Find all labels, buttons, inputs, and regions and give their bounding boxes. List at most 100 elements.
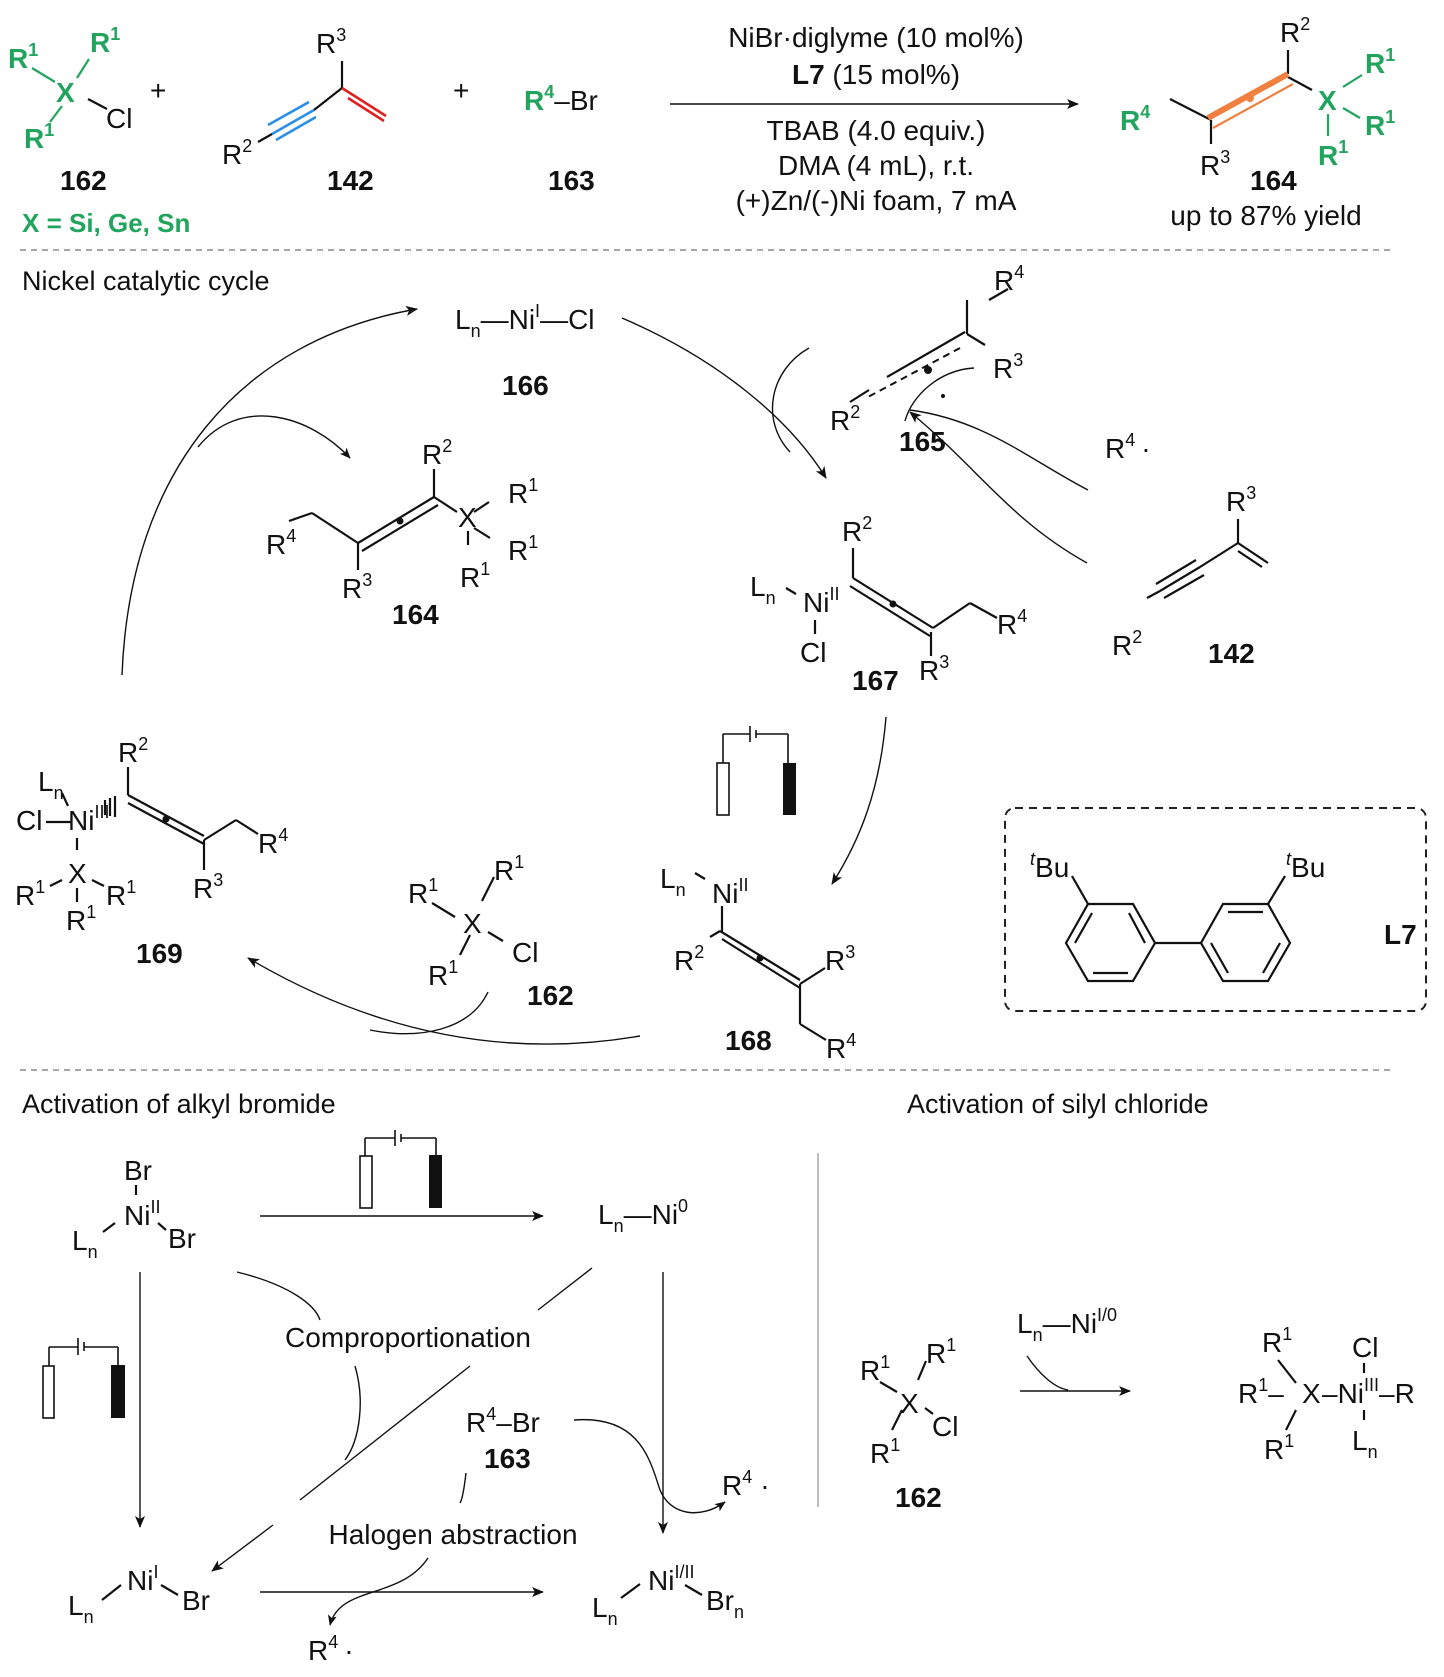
- section-title-cycle: Nickel catalytic cycle: [22, 266, 270, 296]
- compound-label-162: 162: [527, 980, 574, 1011]
- r1-label: R1: [494, 852, 524, 886]
- ni12-bromide: NiI/II Ln Brn: [592, 1562, 744, 1629]
- electrode-icon: [42, 1338, 125, 1419]
- reagent-join-arc: [1026, 1355, 1069, 1391]
- r1-label: R1: [1264, 1431, 1294, 1465]
- x-atom: X: [1302, 1378, 1321, 1409]
- complex-166: Ln—NiI—Cl 166: [455, 301, 595, 401]
- r1-label: R1: [428, 957, 458, 991]
- brn-label: Brn: [706, 1585, 744, 1622]
- ln-label: Ln: [750, 571, 776, 608]
- ln-label: Ln: [38, 766, 64, 803]
- r1-label: R1: [24, 120, 54, 154]
- comproportionation-line: [299, 1365, 471, 1501]
- plus-sign: +: [453, 75, 469, 106]
- compound-label-164: 164: [1250, 165, 1297, 196]
- r2-label: R2: [118, 734, 148, 768]
- r1-label: R1: [15, 877, 45, 911]
- ni-label: NiIII: [68, 802, 109, 836]
- ni-label: NiII: [124, 1197, 160, 1231]
- ni-label: NiII: [712, 875, 748, 909]
- r3-label: R3: [919, 652, 949, 686]
- arrow-release-164: [197, 415, 351, 459]
- electrode-icon: [359, 1130, 442, 1209]
- biphenyl-structure: [1064, 875, 1292, 983]
- ln-label: Ln: [68, 1590, 94, 1627]
- x-atom: X: [900, 1388, 919, 1419]
- comproportionation-arc: [344, 1365, 361, 1461]
- cl-label: Cl: [932, 1411, 958, 1442]
- r2-label: R2: [222, 136, 252, 170]
- r1-label: R1: [508, 475, 538, 509]
- comproportionation-arc: [236, 1271, 321, 1321]
- r1-label: R1: [66, 902, 96, 936]
- compound-label-162: 162: [60, 165, 107, 196]
- product-164-top: R4 R2 X R1 R1 R1 R3 164 up to 87% yield: [1120, 14, 1395, 231]
- ln-label: Ln: [72, 1225, 98, 1262]
- alkyl-bromide-163: R4–Br 163: [466, 1404, 540, 1474]
- r1-label: R1: [460, 559, 490, 593]
- br-label: Br: [168, 1223, 196, 1254]
- reactant-163-top: R4–Br 163: [524, 82, 598, 196]
- complex-167: Ln NiII Cl R2 R4 R3 167: [750, 513, 1027, 696]
- radical-165: R4 R3 R2 165: [830, 262, 1024, 457]
- ln-label: Ln: [1352, 1425, 1378, 1462]
- r2-label: R2: [1280, 14, 1310, 48]
- r4-radical: R4·: [1105, 430, 1151, 464]
- tbu-label-left: tBu: [1030, 849, 1069, 883]
- r4-label: R4: [1120, 102, 1150, 136]
- r1-label: R1: [870, 1435, 900, 1469]
- r4-label: R4: [997, 606, 1027, 640]
- ni-label: NiI: [127, 1562, 158, 1596]
- arrow-167-to-168: [831, 716, 887, 885]
- x-atom: X: [458, 502, 477, 533]
- solvent-text: DMA (4 mL), r.t.: [778, 150, 974, 181]
- compound-label-162: 162: [895, 1482, 942, 1513]
- x-atom: X: [56, 77, 75, 108]
- halogen-abstraction-label: Halogen abstraction: [328, 1519, 577, 1550]
- r2-label: R2: [422, 436, 452, 470]
- r3-label: R3: [825, 942, 855, 976]
- compound-label-163: 163: [548, 165, 595, 196]
- arrow-168-to-169: [247, 957, 641, 1045]
- ni1-bromide: NiI Ln Br: [68, 1562, 210, 1627]
- x-atom: X: [463, 908, 482, 939]
- arrow-165-join: [771, 347, 810, 453]
- r4-label: R4: [258, 825, 288, 859]
- r2-label: R2: [1112, 627, 1142, 661]
- ln-label: Ln: [592, 1592, 618, 1629]
- compound-label-168: 168: [725, 1025, 772, 1056]
- ni3-silyl-product: R1 R1– X R1 –NiIII–R Cl Ln: [1238, 1324, 1415, 1465]
- r1-label: R1: [860, 1352, 890, 1386]
- ni-label: NiII: [803, 584, 839, 618]
- catalyst-text: NiBr·diglyme (10 mol%): [728, 22, 1024, 53]
- comproportionation-label: Comproportionation: [285, 1322, 531, 1353]
- product-164-cycle: R4 R2 X R1 R1 R1 R3 164: [266, 436, 538, 630]
- arrow-166-to-167: [621, 317, 827, 479]
- r4-br-label: R4–Br: [466, 1404, 540, 1438]
- ligand-label-L7: L7: [1384, 919, 1417, 950]
- ln-ni-reagent: Ln—NiI/0: [1017, 1305, 1117, 1345]
- x-definition: X = Si, Ge, Sn: [22, 208, 190, 238]
- r4-label: R4: [994, 262, 1024, 296]
- r4-radical: R4·: [308, 1632, 354, 1666]
- tbu-label-right: tBu: [1286, 849, 1325, 883]
- r1-label: R1: [1318, 137, 1348, 171]
- r1-label: R1: [508, 532, 538, 566]
- halogen-abstraction-arc: [459, 1472, 467, 1504]
- reagent-162-cycle: R1 R1 X Cl R1 162: [408, 852, 574, 1011]
- ligand-L7-box: tBu tBu L7: [1004, 807, 1427, 1012]
- allene-center-dot: [1246, 94, 1254, 102]
- arrow-r4-radical: [909, 409, 1089, 491]
- ni2-dibromide: Br NiII Ln Br: [72, 1155, 196, 1262]
- complex-169: Ln Cl NiIII X R1 R1 R1 R2 R4 R3 169: [15, 734, 288, 969]
- r1-label: R1–: [1238, 1375, 1284, 1409]
- section-title-silyl-chloride: Activation of silyl chloride: [907, 1089, 1209, 1119]
- arrow-162-join: [369, 991, 489, 1035]
- r2-label: R2: [842, 513, 872, 547]
- r3-label: R3: [1200, 147, 1230, 181]
- section-title-alkyl-bromide: Activation of alkyl bromide: [22, 1089, 336, 1119]
- ln-ni-cl: Ln—NiI—Cl: [455, 301, 595, 341]
- enyne-142-cycle: R3 R2 142: [1112, 483, 1269, 669]
